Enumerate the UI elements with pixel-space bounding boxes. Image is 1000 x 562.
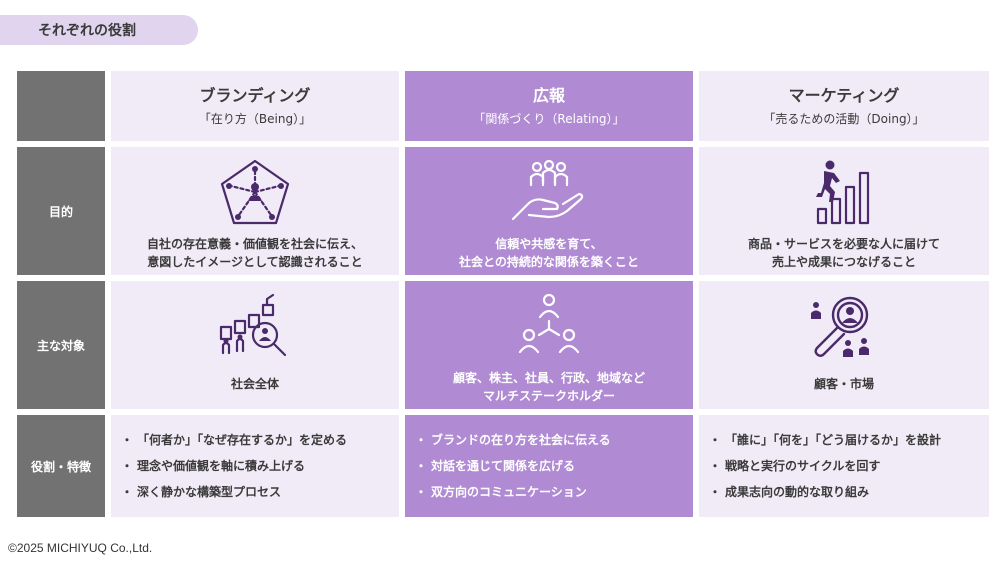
purpose-cell-pr: 信頼や共感を育て、 社会との持続的な関係を築くこと — [405, 147, 693, 275]
purpose-cell-marketing: 商品・サービスを必要な人に届けて 売上や成果につなげること — [699, 147, 989, 275]
purpose-text-line: 商品・サービスを必要な人に届けて — [747, 237, 940, 251]
purpose-text-line: 信頼や共感を育て、 — [495, 237, 603, 251]
customer-search-icon — [811, 296, 869, 357]
list-item: ・双方向のコミュニケーション — [415, 485, 587, 499]
purpose-text-line: 自社の存在意義・価値観を社会に伝え、 — [146, 237, 363, 251]
list-item: ・ブランドの在り方を社会に伝える — [415, 433, 611, 447]
table-corner — [17, 71, 105, 141]
role-cell-marketing: ・「誰に」「何を」「どう届けるか」を設計 ・戦略と実行のサイクルを回す ・成果志… — [699, 415, 989, 517]
section-label: それぞれの役割 — [0, 15, 198, 45]
society-magnifier-icon — [219, 293, 287, 357]
role-cell-branding: ・「何者か」「なぜ存在するか」を定める ・理念や価値観を軸に積み上げる ・深く静… — [111, 415, 399, 517]
column-title: マーケティング — [788, 85, 900, 105]
pentagon-network-icon — [220, 159, 290, 225]
column-subtitle: 「関係づくり（Relating）」 — [473, 111, 625, 126]
purpose-text-line: 意図したイメージとして認識されること — [147, 255, 363, 269]
copyright: ©2025 MICHIYUQ Co.,Ltd. — [8, 541, 153, 555]
stakeholder-network-icon — [518, 293, 580, 354]
list-item: ・戦略と実行のサイクルを回す — [709, 459, 881, 473]
column-title: 広報 — [532, 85, 565, 105]
hand-holding-people-icon — [511, 159, 584, 221]
roles-table: ブランディング 「在り方（Being）」 広報 「関係づくり（Relating）… — [17, 71, 989, 517]
column-header-marketing: マーケティング 「売るための活動（Doing）」 — [699, 71, 989, 141]
column-header-branding: ブランディング 「在り方（Being）」 — [111, 71, 399, 141]
target-text-line: 顧客、株主、社員、行政、地域など — [452, 371, 645, 385]
list-item: ・深く静かな構築型プロセス — [121, 485, 282, 499]
target-cell-marketing: 顧客・市場 — [699, 281, 989, 409]
role-cell-pr: ・ブランドの在り方を社会に伝える ・対話を通じて関係を広げる ・双方向のコミュニ… — [405, 415, 693, 517]
list-item: ・「誰に」「何を」「どう届けるか」を設計 — [709, 433, 942, 447]
target-text-line: マルチステークホルダー — [482, 389, 615, 403]
list-item: ・対話を通じて関係を広げる — [415, 459, 576, 473]
row-header-purpose: 目的 — [17, 147, 105, 275]
list-item: ・成果志向の動的な取り組み — [709, 485, 870, 499]
column-subtitle: 「在り方（Being）」 — [198, 111, 312, 126]
purpose-cell-branding: 自社の存在意義・価値観を社会に伝え、 意図したイメージとして認識されること — [111, 147, 399, 275]
row-header-role: 役割・特徴 — [17, 415, 105, 517]
row-header-target: 主な対象 — [17, 281, 105, 409]
target-text-line: 社会全体 — [230, 377, 279, 391]
target-cell-pr: 顧客、株主、社員、行政、地域など マルチステークホルダー — [405, 281, 693, 409]
column-header-pr: 広報 「関係づくり（Relating）」 — [405, 71, 693, 141]
target-cell-branding: 社会全体 — [111, 281, 399, 409]
climbing-bar-chart-icon — [816, 160, 870, 225]
purpose-text-line: 社会との持続的な関係を築くこと — [459, 255, 639, 269]
target-text-line: 顧客・市場 — [813, 377, 874, 391]
purpose-text-line: 売上や成果につなげること — [771, 255, 916, 269]
list-item: ・理念や価値観を軸に積み上げる — [121, 459, 306, 473]
list-item: ・「何者か」「なぜ存在するか」を定める — [121, 433, 348, 447]
column-title: ブランディング — [199, 85, 311, 105]
column-subtitle: 「売るための活動（Doing）」 — [763, 111, 925, 126]
